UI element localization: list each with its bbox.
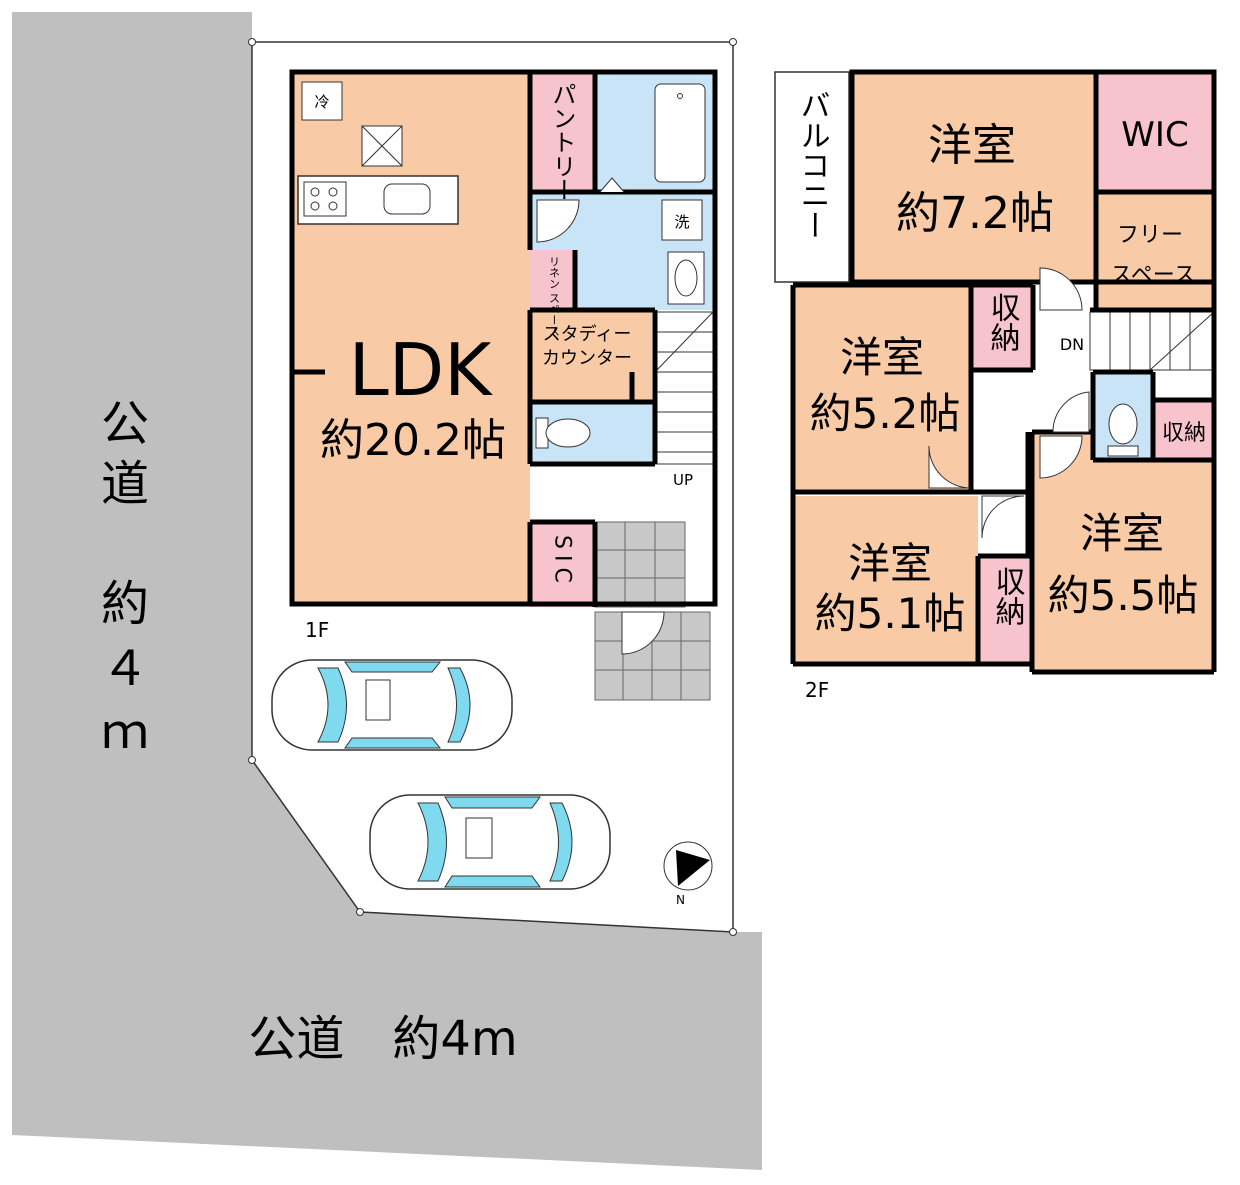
pantry-label: パントリー <box>548 82 576 202</box>
free-label-2: スペース <box>1110 263 1195 288</box>
room-d-size: 約5.5帖 <box>1048 571 1199 620</box>
storage-b-label: 収納 <box>985 292 1021 352</box>
sic-room <box>530 522 595 607</box>
floor2-label: 2F <box>805 678 829 702</box>
room-c-size: 約5.1帖 <box>815 589 966 638</box>
fridge-label: 冷 <box>314 93 329 111</box>
dn-label: DN <box>1060 335 1084 354</box>
road-west-char-2: 道 <box>101 456 149 512</box>
sic-label: SIC <box>550 535 575 589</box>
pantry-room <box>530 72 595 192</box>
storage-c-label: 収納 <box>990 566 1026 626</box>
storage-small-label: 収納 <box>1162 421 1206 446</box>
doors-2f <box>928 267 1090 539</box>
room-b-size: 約5.2帖 <box>810 389 961 438</box>
wic-room <box>1096 72 1214 192</box>
road-west-char-3: 約 <box>101 576 149 632</box>
car-2 <box>369 794 611 890</box>
lot-corner <box>248 38 256 46</box>
lot-corner <box>356 908 364 916</box>
free-space <box>1096 192 1214 310</box>
doors-1f <box>536 177 665 655</box>
stairs-2f <box>1089 311 1215 371</box>
floor1: 冷 洗 <box>289 69 718 701</box>
lot-corner <box>729 38 737 46</box>
free-label-1: フリー <box>1117 223 1183 248</box>
walls-2f <box>790 69 1217 675</box>
entrance-tiles <box>594 521 686 608</box>
kitchen-counter <box>297 175 459 225</box>
wic-label: WIC <box>1121 115 1188 155</box>
road-west-char-4: ４ <box>101 641 149 697</box>
stairs-1f <box>654 311 714 465</box>
study-label-1: スタディー <box>543 324 632 345</box>
ldk-label: LDK <box>349 328 494 412</box>
ldk-room <box>292 72 530 604</box>
road-south-label: 公道 約4m <box>248 1011 517 1067</box>
wash-basin <box>667 251 705 305</box>
storage-2f-small <box>1155 400 1214 460</box>
room-b-label: 洋室 <box>840 333 924 382</box>
room-c-label: 洋室 <box>848 539 932 588</box>
washer-label: 洗 <box>674 213 689 231</box>
compass-letter: N <box>676 893 685 907</box>
ldk-size: 約20.2帖 <box>320 415 506 466</box>
storage-c <box>978 556 1032 664</box>
floor1-label: 1F <box>305 618 329 642</box>
linen-label: リネン スペース <box>548 256 561 337</box>
room-a-label: 洋室 <box>928 120 1016 171</box>
road-west <box>12 12 762 1170</box>
storage-b <box>971 285 1033 370</box>
up-label: UP <box>673 471 693 489</box>
road-west-char-1: 公 <box>101 396 149 452</box>
lot-corner <box>248 756 256 764</box>
compass-icon: N <box>663 841 713 907</box>
room-a <box>852 72 1096 282</box>
toilet-2f-icon <box>1107 403 1139 457</box>
room-a-size: 約7.2帖 <box>896 188 1054 239</box>
balcony-label: バルコニー <box>795 90 830 240</box>
floor2: バルコニー 洋室 約7.2帖 WIC フリー スペース DN 洋室 約5.2帖 … <box>774 69 1217 702</box>
linen-space <box>530 250 575 310</box>
balcony <box>774 71 850 283</box>
car-1 <box>271 659 513 751</box>
stove-icon <box>303 181 347 217</box>
room-d-label: 洋室 <box>1080 509 1164 558</box>
study-label-2: カウンター <box>542 348 632 369</box>
fridge-icon <box>301 81 343 121</box>
room-c <box>793 496 978 664</box>
bathtub <box>654 83 706 183</box>
toilet-icon <box>535 417 591 449</box>
road-west-char-5: ｍ <box>101 704 149 760</box>
room-b <box>793 285 971 492</box>
lot-corner <box>729 928 737 936</box>
vent-icon <box>361 125 403 167</box>
washer-icon <box>661 199 703 241</box>
